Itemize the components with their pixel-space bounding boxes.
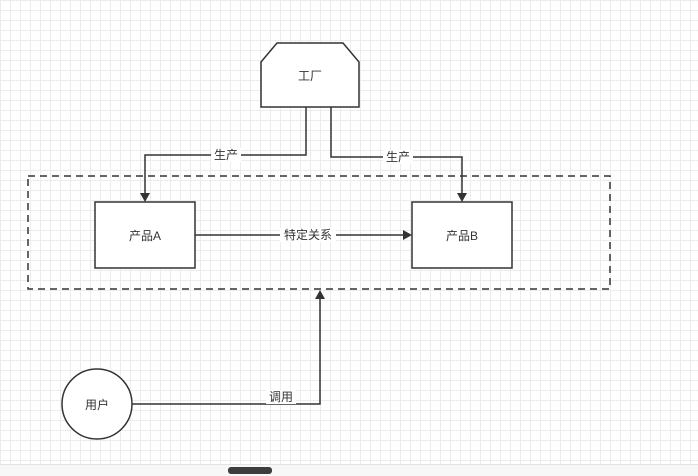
edge-produce-left-label: 生产 xyxy=(211,148,241,162)
arrowhead-up-icon xyxy=(315,290,325,299)
edge-label-text: 特定关系 xyxy=(284,227,332,242)
edge-relation[interactable]: 特定关系 xyxy=(195,227,412,242)
arrowhead-down-icon xyxy=(457,193,467,202)
edge-relation-label: 特定关系 xyxy=(280,227,336,242)
edge-invoke[interactable]: 调用 xyxy=(132,290,325,405)
factory-node[interactable]: 工厂 xyxy=(260,42,360,108)
arrowhead-down-icon xyxy=(140,193,150,202)
arrowhead-right-icon xyxy=(403,230,412,240)
boundary-box[interactable] xyxy=(27,175,611,290)
edge-produce-right-label: 生产 xyxy=(383,150,413,164)
product-b-shape xyxy=(411,201,513,269)
factory-label: 工厂 xyxy=(298,69,322,83)
product-a-shape xyxy=(94,201,196,269)
edge-label-text: 生产 xyxy=(214,148,238,162)
label-background xyxy=(211,148,241,162)
horizontal-scrollbar-thumb[interactable] xyxy=(228,467,272,474)
label-background xyxy=(280,228,336,242)
edge-produce-left[interactable]: 生产 xyxy=(140,107,307,202)
edge-label-text: 生产 xyxy=(386,150,410,164)
edge-invoke-label: 调用 xyxy=(266,390,296,404)
product-a-node[interactable]: 产品A xyxy=(94,201,196,269)
label-background xyxy=(266,390,296,404)
product-a-label: 产品A xyxy=(129,229,161,243)
product-b-node[interactable]: 产品B xyxy=(411,201,513,269)
product-b-label: 产品B xyxy=(446,229,478,243)
user-shape xyxy=(61,368,133,440)
user-node[interactable]: 用户 xyxy=(61,368,133,440)
edge-produce-right[interactable]: 生产 xyxy=(330,107,467,202)
edge-invoke-line xyxy=(132,299,321,405)
edge-label-text: 调用 xyxy=(269,390,293,404)
horizontal-scrollbar-track[interactable] xyxy=(0,464,698,476)
factory-shape xyxy=(260,42,360,108)
label-background xyxy=(383,150,413,164)
user-label: 用户 xyxy=(85,397,109,412)
